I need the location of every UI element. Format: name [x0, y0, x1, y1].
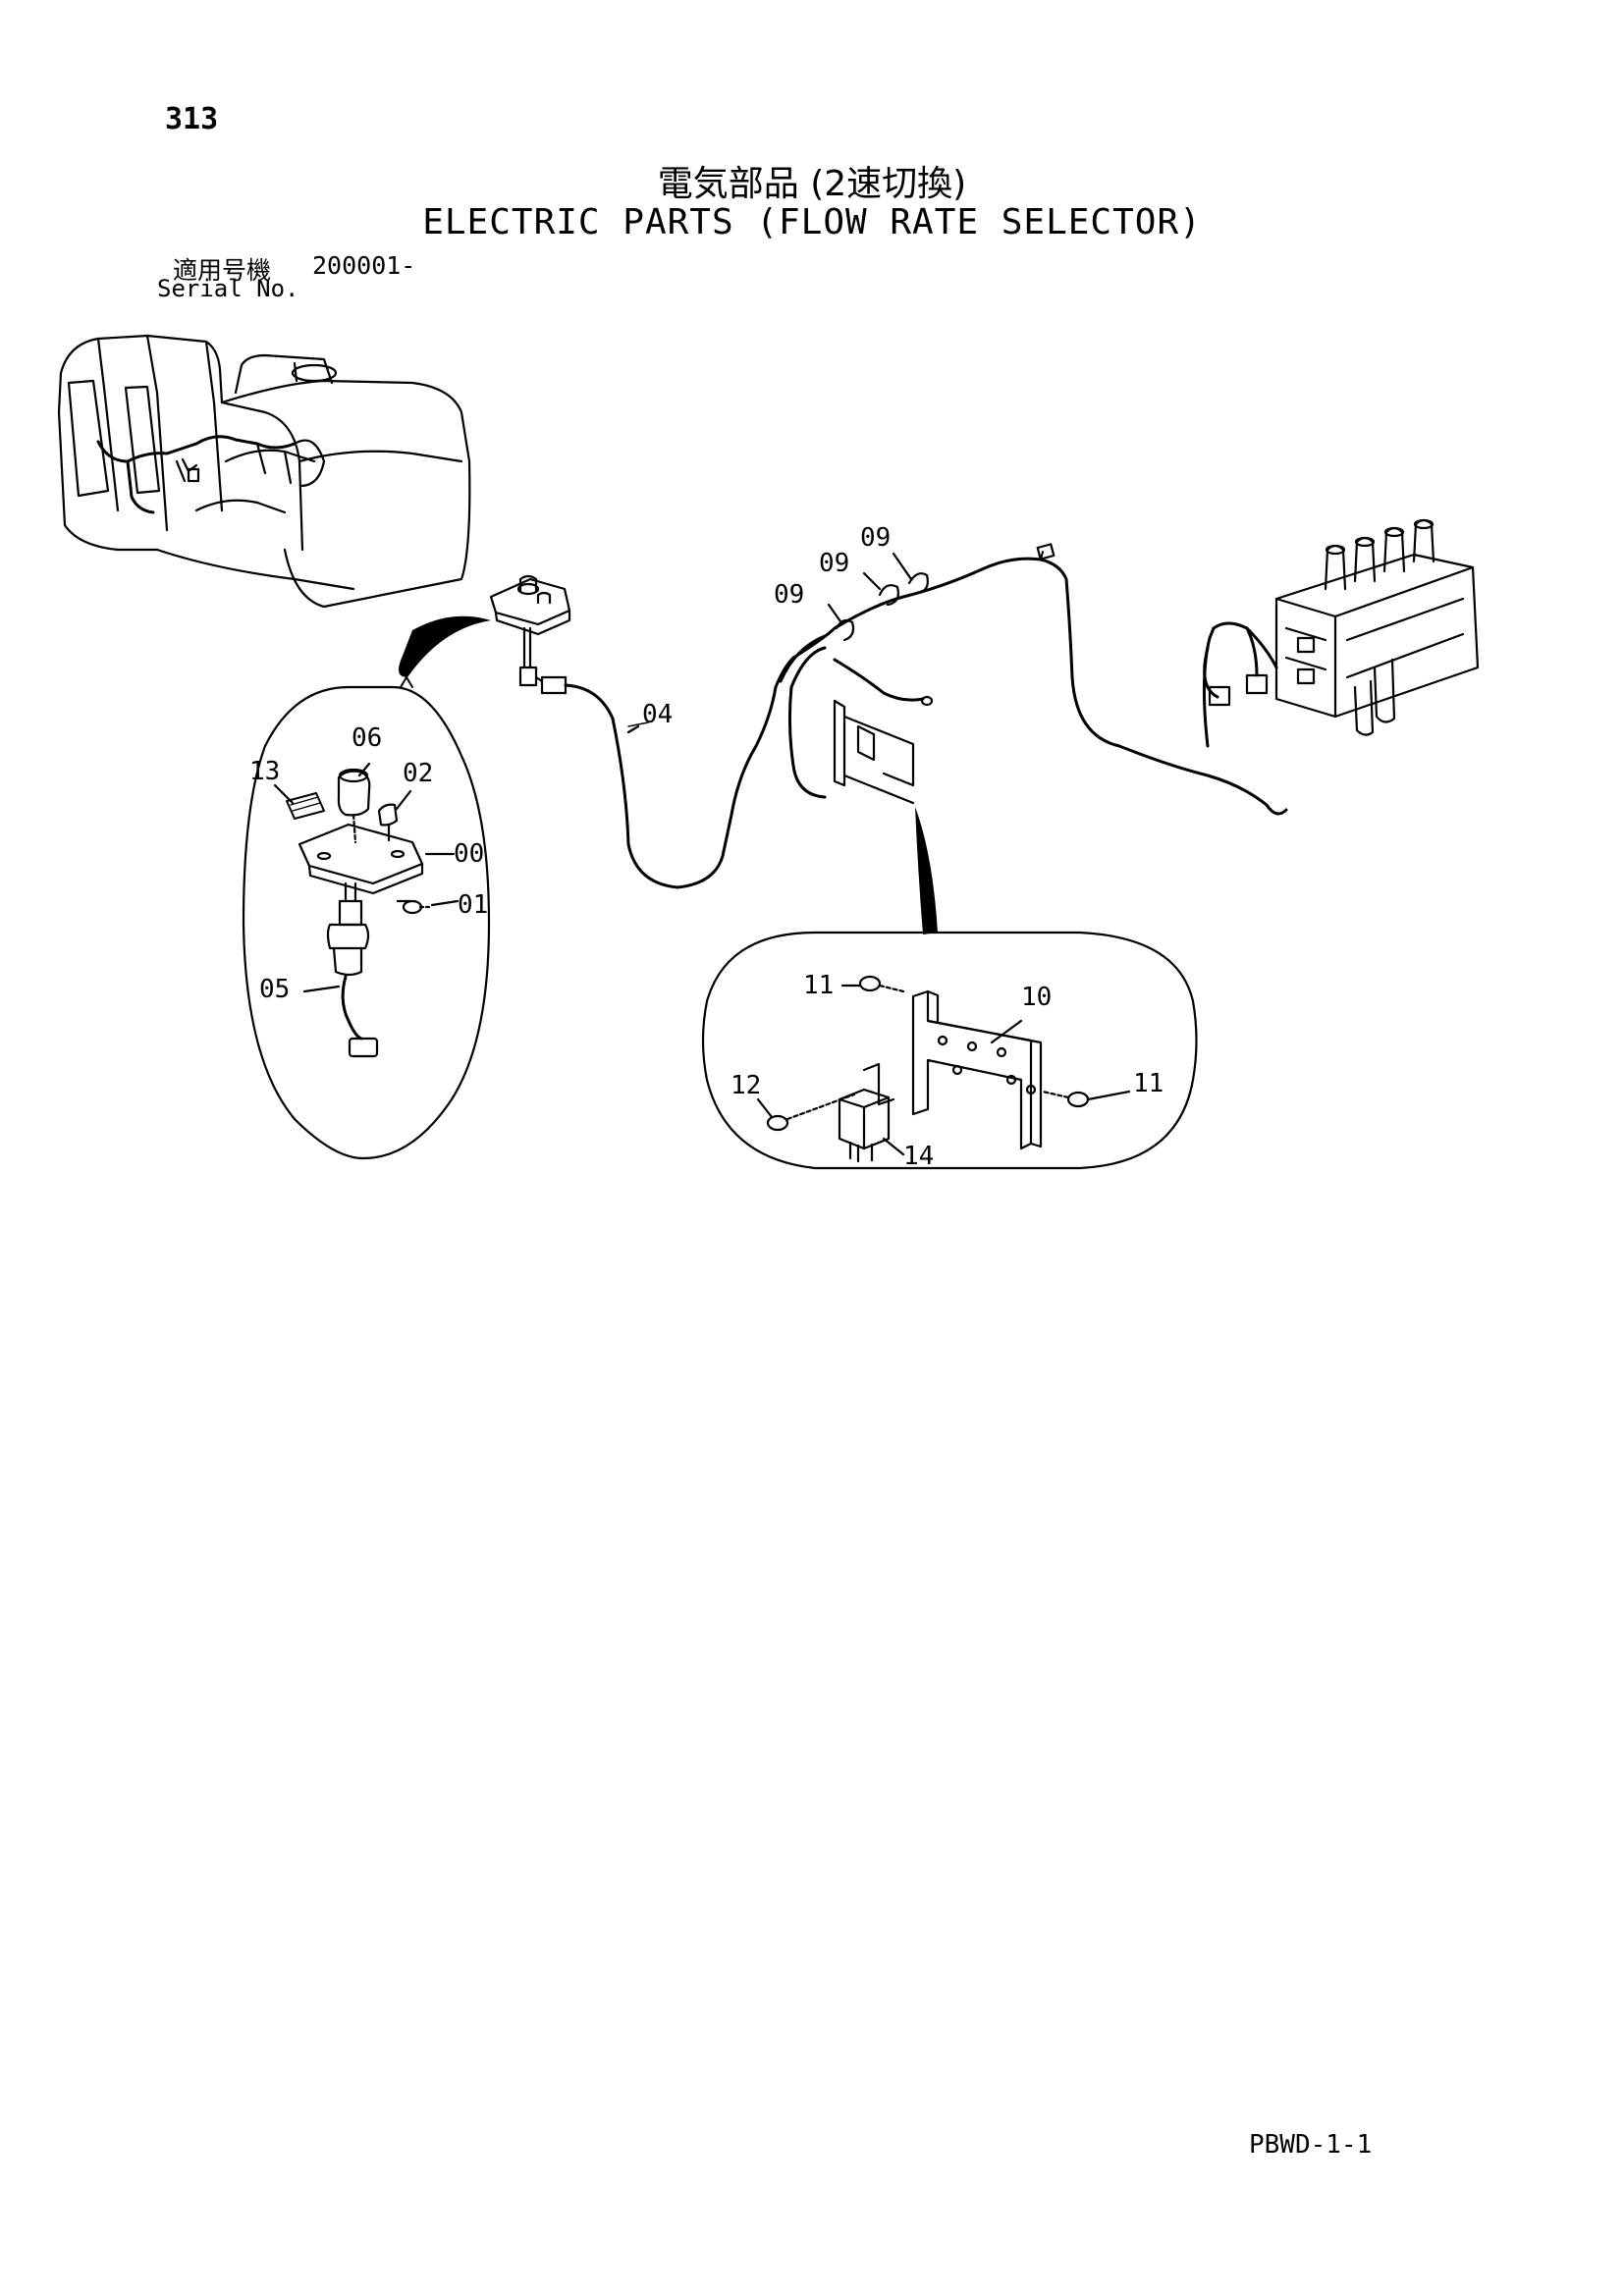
callout-09a: 09 — [774, 580, 804, 610]
callout-12: 12 — [731, 1071, 761, 1100]
control-valve-illustration — [1202, 518, 1480, 748]
title-english: ELECTRIC PARTS (FLOW RATE SELECTOR) — [422, 202, 1202, 242]
harness-04 — [489, 543, 1288, 889]
serial-label-japanese: 適用号機 — [173, 256, 272, 285]
callout-02: 02 — [403, 759, 433, 788]
switch-assembly-detail — [242, 685, 491, 1160]
page-number: 313 — [165, 102, 219, 136]
callout-09b: 09 — [819, 549, 849, 578]
page-code: PBWD-1-1 — [1249, 2130, 1373, 2160]
callout-09c: 09 — [860, 523, 891, 553]
serial-label-english: Serial No. — [157, 275, 299, 302]
relay-bracket-detail — [701, 931, 1198, 1170]
excavator-body-illustration — [57, 334, 471, 609]
callout-11a: 11 — [803, 971, 834, 1000]
callout-11b: 11 — [1133, 1069, 1164, 1098]
callout-10: 10 — [1021, 983, 1052, 1012]
callout-05: 05 — [259, 975, 290, 1004]
callout-13: 13 — [249, 757, 280, 786]
callout-04: 04 — [642, 700, 673, 729]
callout-01: 01 — [458, 890, 488, 920]
title-japanese: 電気部品 (2速切換) — [657, 164, 967, 204]
callout-14: 14 — [903, 1142, 934, 1171]
callout-00: 00 — [454, 839, 484, 869]
serial-value: 200001- — [312, 251, 416, 280]
callout-06: 06 — [352, 723, 382, 753]
